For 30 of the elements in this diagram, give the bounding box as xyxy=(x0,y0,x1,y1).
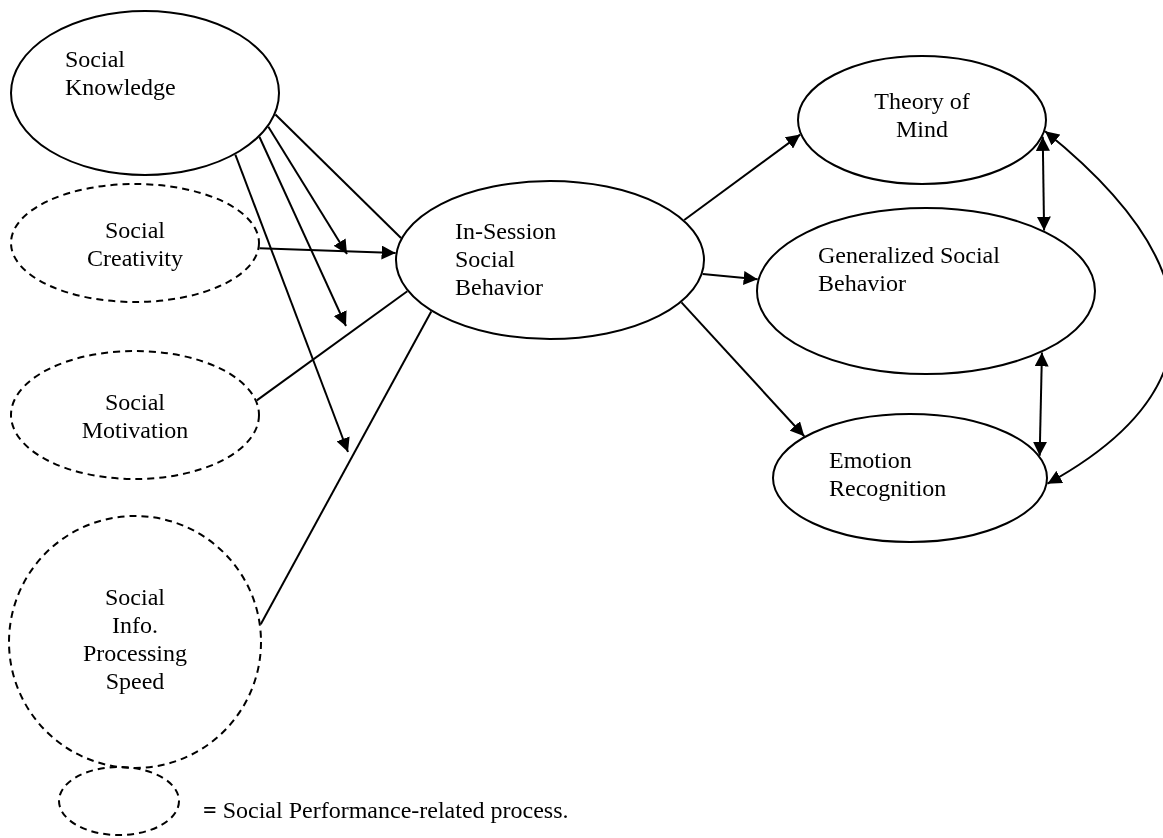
arrow xyxy=(258,136,347,327)
node-label: Social Creativity xyxy=(86,216,184,272)
node-label: Social Knowledge xyxy=(65,45,177,101)
arrow xyxy=(683,133,802,221)
node-label: Social Motivation xyxy=(80,388,190,444)
arrow xyxy=(1044,130,1163,485)
oval-node xyxy=(756,207,1096,375)
oval-node xyxy=(395,180,705,340)
oval-node xyxy=(10,10,280,176)
arrow xyxy=(680,301,806,438)
node-label: Emotion Recognition xyxy=(829,446,948,502)
connector-line xyxy=(255,290,409,402)
arrow xyxy=(258,245,397,260)
arrow xyxy=(701,270,759,285)
dashed-oval-node xyxy=(10,183,260,303)
node-label: Theory of Mind xyxy=(873,87,971,143)
dashed-oval-node xyxy=(10,350,260,480)
arrow xyxy=(1035,135,1051,232)
arrow xyxy=(267,125,348,255)
legend-text: = Social Performance-related process. xyxy=(203,797,569,824)
oval-node xyxy=(772,413,1048,543)
node-label: Generalized Social Behavior xyxy=(818,241,1001,297)
dashed-oval-node xyxy=(8,515,262,769)
arrow xyxy=(1033,351,1049,457)
node-label: Social Info. Processing Speed xyxy=(83,583,187,695)
oval-node xyxy=(797,55,1047,185)
arrow xyxy=(234,153,350,453)
node-label: In-Session Social Behavior xyxy=(455,217,558,301)
connector-line xyxy=(259,310,433,626)
connector-line xyxy=(274,113,402,239)
